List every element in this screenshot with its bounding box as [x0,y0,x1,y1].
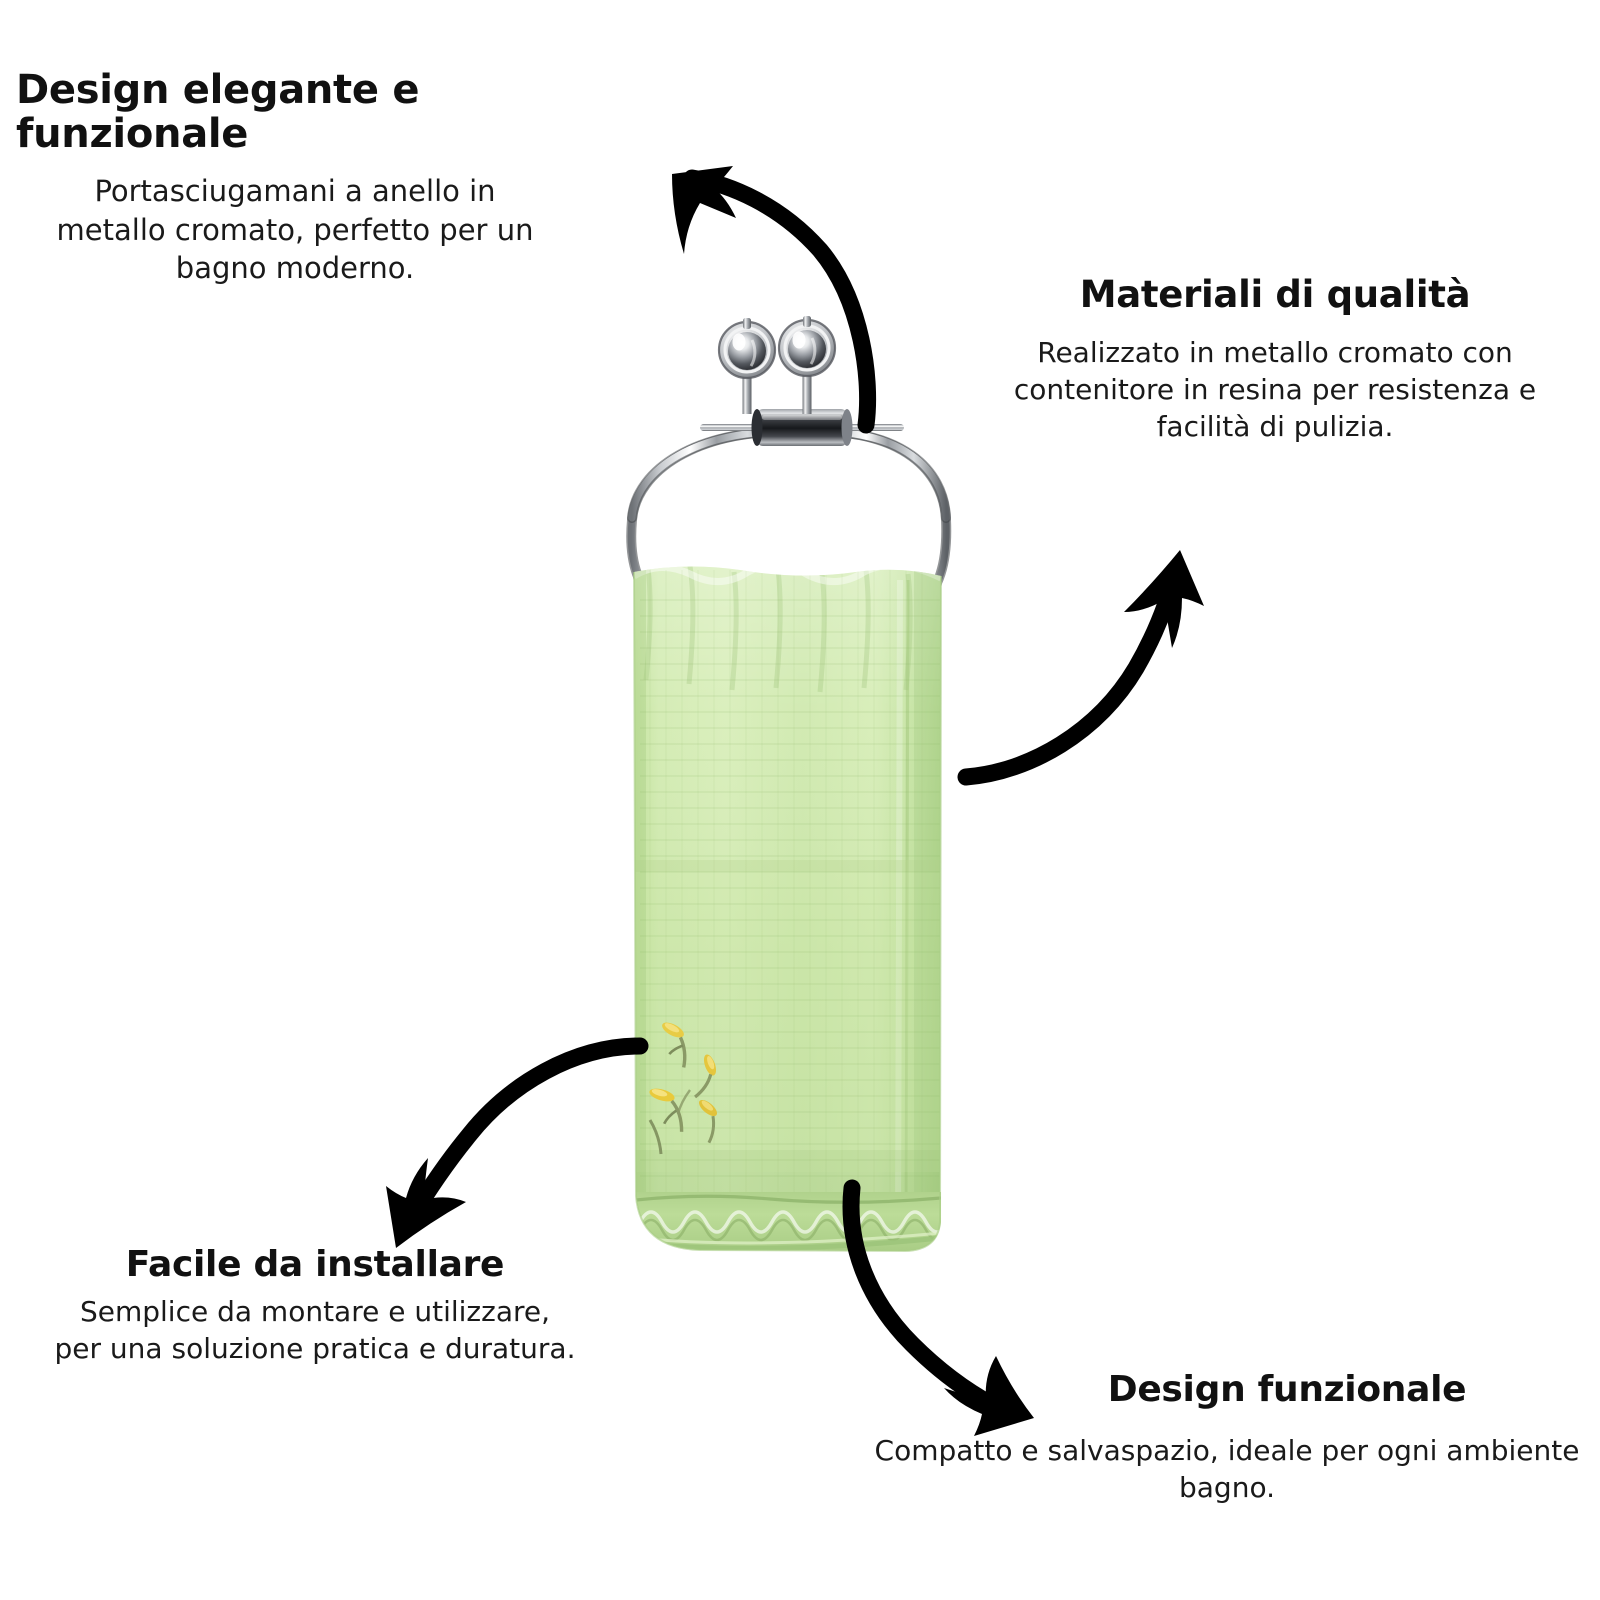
callout-title: Materiali di qualità [1079,273,1471,316]
callout-body: Compatto e salvaspazio, ideale per ogni … [874,1433,1580,1504]
callout-materiali-qualita: Materiali di qualità Realizzato in metal… [975,273,1575,445]
callout-body: Realizzato in metallo cromato con conten… [1013,335,1537,444]
callout-design-elegante: Design elegante e funzionale Portasciuga… [10,68,580,288]
callout-title: Facile da installare [125,1244,505,1285]
callout-body: Semplice da montare e utilizzare, per un… [54,1294,576,1365]
callout-design-funzionale: Design funzionale Compatto e salvaspazio… [862,1370,1592,1506]
callout-title: Design funzionale [1107,1369,1467,1410]
arrow-to-facile-installare [386,1037,649,1248]
callout-body: Portasciugamani a anello in metallo crom… [56,174,534,286]
arrow-to-design-elegante [672,166,877,434]
arrow-to-design-funzionale [842,1179,1034,1436]
callout-title: Design elegante e funzionale [16,67,420,157]
callout-facile-installare: Facile da installare Semplice da montare… [35,1245,595,1367]
arrow-to-materiali-qualita [957,550,1204,786]
